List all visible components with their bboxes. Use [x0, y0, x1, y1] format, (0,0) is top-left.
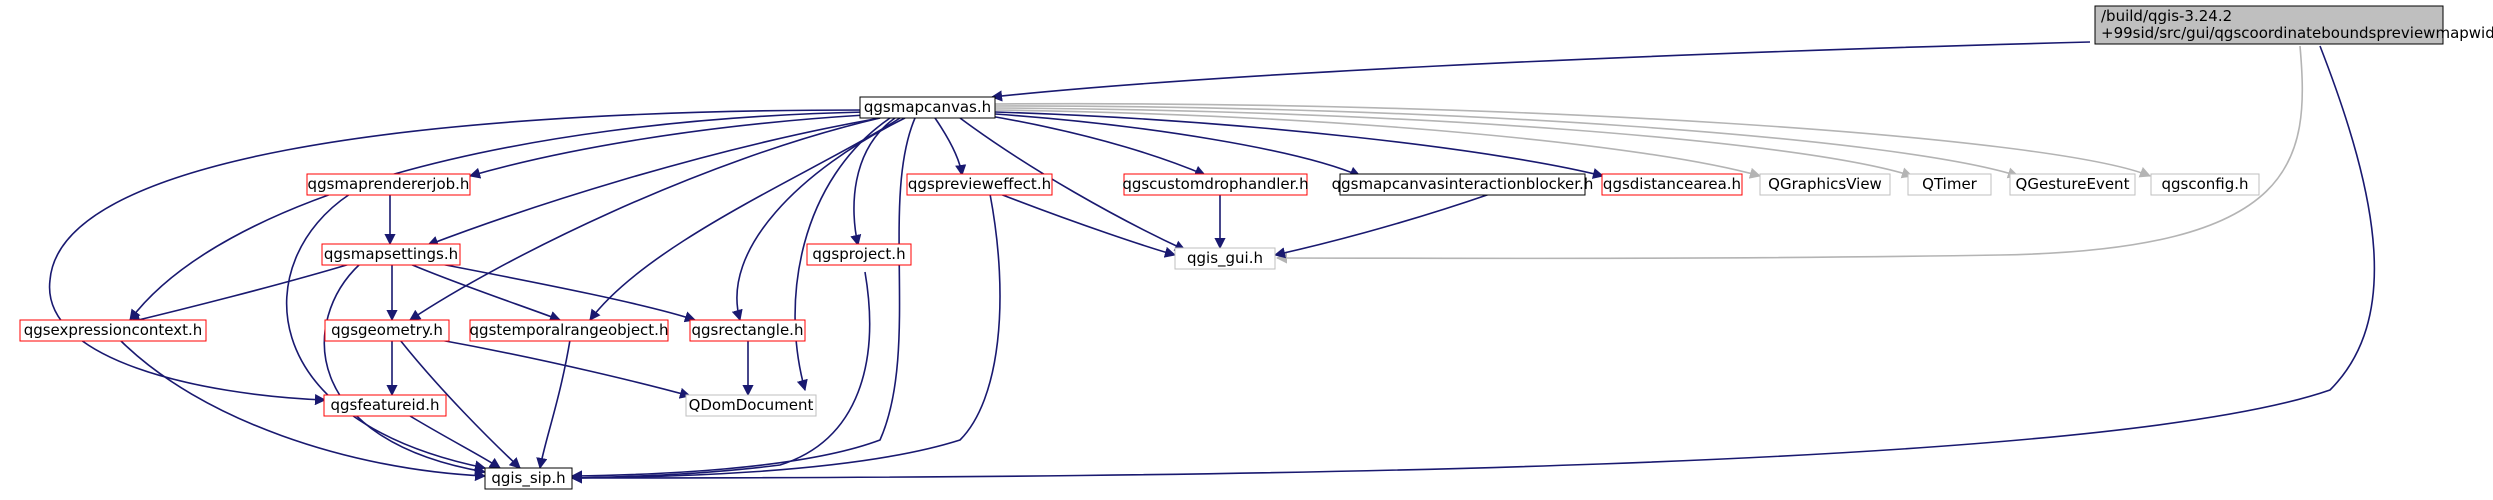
edge-mapcanvas-rectangle	[731, 117, 906, 322]
node-interactionblocker[interactable]: qgsmapcanvasinteractionblocker.h	[1332, 173, 1594, 196]
node-qgisgui[interactable]: qgis_gui.h	[1174, 247, 1276, 270]
edges-layer	[48, 41, 2376, 484]
edge-maprendererjob-qgissip	[285, 193, 487, 472]
edge-geometry-qgissip	[399, 339, 521, 469]
edge-mapcanvas-distancearea	[994, 111, 1605, 179]
edge-exprcontext-qgissip	[119, 339, 487, 482]
nodes-layer: /build/qgis-3.24.2 +99sid/src/gui/qgscoo…	[19, 5, 2493, 490]
edge-root-qgisgui	[1275, 45, 2304, 264]
edge-mapcanvas-exprcontext	[129, 111, 866, 321]
edge-previeweffect-qgisgui	[999, 193, 1177, 258]
edge-mapcanvas-qgestureevent	[994, 105, 2020, 179]
node-project[interactable]: qgsproject.h	[806, 243, 912, 266]
edge-mapsettings-temporalrange	[409, 263, 562, 322]
edge-mapcanvas-customdrophandler	[989, 115, 1207, 177]
node-qgissip-label: qgis_sip.h	[491, 469, 565, 488]
node-distancearea[interactable]: qgsdistancearea.h	[1601, 173, 1743, 196]
edge-featureid-qgissip	[409, 415, 501, 469]
node-previeweffect-label: qgspreviewеffect.h	[908, 175, 1051, 193]
edge-mapsettings-rectangle	[429, 261, 697, 323]
node-qgestureevent-label: QGestureEvent	[2016, 175, 2130, 193]
node-qgsconfig[interactable]: qgsconfig.h	[2150, 173, 2260, 196]
node-featureid-label: qgsfeatureid.h	[331, 396, 440, 414]
edge-geometry-qdomdocument	[439, 339, 692, 399]
node-root-line2: +99sid/src/gui/qgscoordinateboundsprevie…	[2101, 24, 2493, 42]
edge-mapsettings-exprcontext	[128, 263, 351, 326]
node-rectangle[interactable]: qgsrectangle.h	[689, 319, 806, 342]
node-mapsettings[interactable]: qgsmapsettings.h	[321, 243, 461, 266]
edge-project-qgissip	[570, 271, 871, 484]
edge-mapcanvas-previeweffect	[934, 117, 967, 177]
node-maprendererjob[interactable]: qgsmaprendererjob.h	[306, 173, 471, 196]
edge-temporalrange-qgissip	[536, 339, 571, 470]
edge-mapcanvas-featureid	[48, 109, 866, 406]
edge-mapcanvas-qgsconfig	[994, 102, 2152, 178]
node-qgissip[interactable]: qgis_sip.h	[484, 467, 573, 490]
node-root[interactable]: /build/qgis-3.24.2 +99sid/src/gui/qgscoo…	[2094, 5, 2493, 45]
node-mapcanvas-label: qgsmapcanvas.h	[864, 98, 991, 116]
node-mapcanvas[interactable]: qgsmapcanvas.h	[859, 96, 996, 119]
node-geometry[interactable]: qgsgeometry.h	[324, 319, 450, 342]
edge-mapcanvas-mapsettings	[426, 117, 881, 247]
node-geometry-label: qgsgeometry.h	[331, 321, 443, 339]
edge-mapcanvas-qgisgui	[959, 117, 1187, 251]
node-exprcontext-label: qgsexpressioncontext.h	[24, 321, 203, 339]
node-interactionblocker-label: qgsmapcanvasinteractionblocker.h	[1332, 175, 1594, 193]
node-featureid[interactable]: qgsfeatureid.h	[323, 394, 447, 417]
node-customdrophandler-label: qgscustomdrophandler.h	[1122, 175, 1308, 193]
node-customdrophandler[interactable]: qgscustomdrophandler.h	[1122, 173, 1309, 196]
node-distancearea-label: qgsdistancearea.h	[1603, 175, 1741, 193]
edge-interactionblocker-qgisgui	[1273, 193, 1491, 259]
edge-mapcanvas-interactionblocker	[994, 113, 1362, 178]
edge-mapcanvas-maprendererjob	[468, 114, 866, 179]
edge-root-qgissip	[570, 45, 2376, 484]
node-qgestureevent[interactable]: QGestureEvent	[2009, 173, 2136, 196]
node-temporalrange[interactable]: qgstemporalrangeobject.h	[469, 319, 669, 342]
node-project-label: qgsproject.h	[812, 245, 905, 263]
node-qdomdocument[interactable]: QDomDocument	[685, 394, 817, 417]
node-qgisgui-label: qgis_gui.h	[1187, 249, 1263, 268]
edge-root-mapcanvas	[990, 41, 2091, 102]
node-qtimer-label: QTimer	[1922, 175, 1978, 193]
edge-mapcanvas-qgissip	[570, 117, 916, 482]
node-temporalrange-label: qgstemporalrangeobject.h	[470, 321, 669, 339]
node-qgraphicsview[interactable]: QGraphicsView	[1759, 173, 1891, 196]
node-qgsconfig-label: qgsconfig.h	[2161, 175, 2248, 193]
node-rectangle-label: qgsrectangle.h	[692, 321, 804, 339]
edge-mapcanvas-project	[850, 117, 896, 247]
node-qdomdocument-label: QDomDocument	[689, 396, 814, 414]
node-qtimer[interactable]: QTimer	[1907, 173, 1992, 196]
node-qgraphicsview-label: QGraphicsView	[1768, 175, 1882, 193]
node-maprendererjob-label: qgsmaprendererjob.h	[308, 175, 470, 193]
edge-previeweffect-qgissip	[570, 193, 1001, 484]
node-root-line1: /build/qgis-3.24.2	[2101, 7, 2232, 25]
edge-mapcanvas-qgraphicsview	[994, 109, 1762, 179]
edge-mapcanvas-geometry	[409, 117, 881, 321]
node-previeweffect[interactable]: qgspreviewеffect.h	[906, 173, 1053, 196]
node-exprcontext[interactable]: qgsexpressioncontext.h	[19, 319, 207, 342]
edge-mapsettings-qgissip	[323, 263, 487, 476]
edge-mapcanvas-qtimer	[994, 107, 1914, 179]
node-mapsettings-label: qgsmapsettings.h	[324, 245, 458, 263]
edge-mapcanvas-qdomdocument	[794, 117, 891, 392]
